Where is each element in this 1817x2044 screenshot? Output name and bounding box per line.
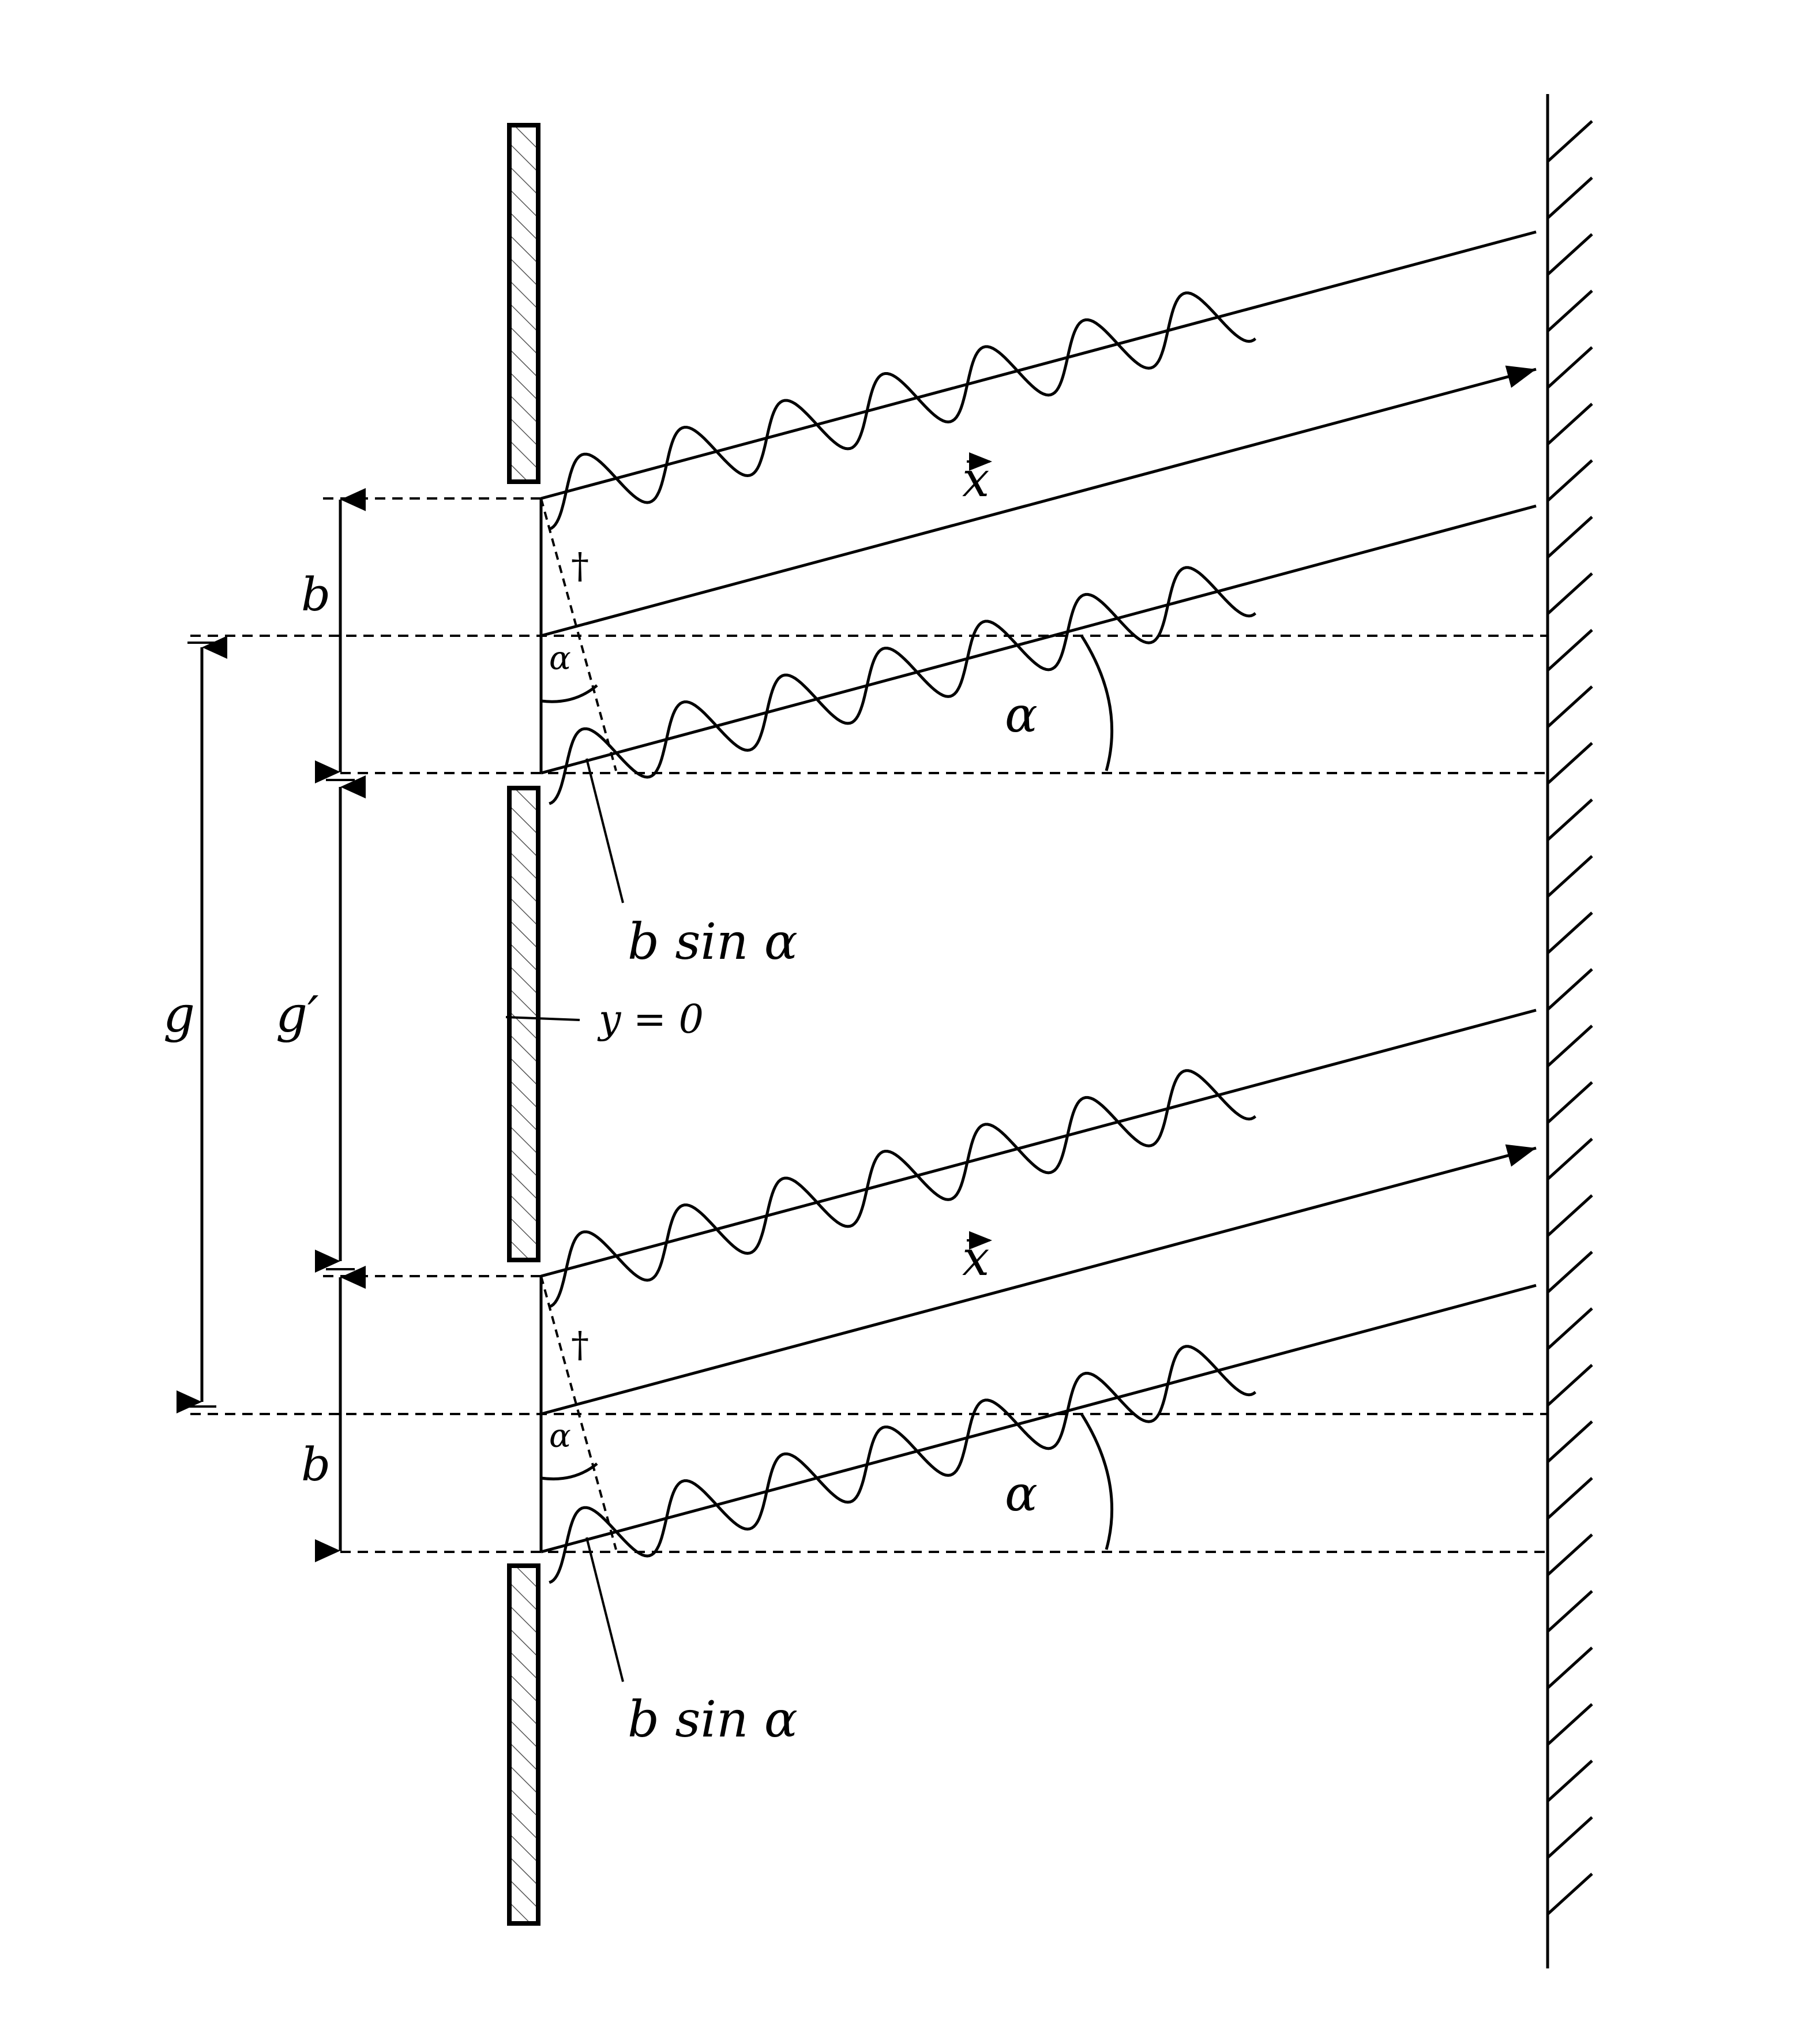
dimension-arrows [177, 488, 366, 1562]
wall-hatch-tick [1546, 855, 1593, 898]
label-b-bottom: b [301, 1438, 331, 1491]
wall-hatch-tick [1546, 572, 1593, 615]
wall-hatch-tick [1546, 1138, 1593, 1180]
x-vector-letter: x [962, 451, 989, 508]
hatched-wall-icon [1546, 120, 1593, 1915]
wall-hatch-tick [1546, 1703, 1593, 1746]
wall-hatch-tick [1546, 516, 1593, 558]
wall-hatch-tick [1546, 459, 1593, 502]
wall-hatch-tick [1546, 1760, 1593, 1802]
wall-hatch-tick [1546, 403, 1593, 445]
wave-icon [549, 566, 1257, 805]
wall-hatch-tick [1546, 233, 1593, 276]
wall-hatch-tick [1546, 1647, 1593, 1689]
wall-hatch-tick [1546, 1364, 1593, 1407]
wall-hatch-tick [1546, 120, 1593, 163]
wall-hatch-tick [1546, 177, 1593, 219]
wall-hatch-tick [1546, 1307, 1593, 1350]
leader-lines [505, 758, 624, 1682]
wall-hatch-tick [1546, 1081, 1593, 1124]
label-alpha-small-top: α [549, 640, 571, 677]
label-path-difference-bottom: b sin α [628, 1691, 798, 1749]
wall-hatch-tick [1546, 1533, 1593, 1576]
wall-hatch-tick [1546, 1590, 1593, 1633]
rays [540, 230, 1537, 1554]
perpendicular-dashed [540, 498, 617, 1550]
label-alpha-bottom: α [1005, 1465, 1038, 1522]
wall-hatch-tick [1546, 1251, 1593, 1293]
wall-hatch-tick [1546, 685, 1593, 728]
wall-hatch-tick [1546, 968, 1593, 1011]
wall-hatch-tick [1546, 912, 1593, 954]
wall-hatch-tick [1546, 1873, 1593, 1915]
wave-icon [549, 291, 1257, 531]
grating-bar-top [507, 123, 540, 484]
angle-arcs [540, 635, 1114, 1550]
wave-icon [549, 1069, 1257, 1308]
wall-hatch-tick [1546, 1025, 1593, 1067]
waves [549, 291, 1257, 1584]
x-vector-letter: x [962, 1230, 989, 1287]
label-x-vector-top: x [962, 451, 992, 508]
wall-hatch-tick [1546, 1816, 1593, 1859]
label-g: g [163, 986, 195, 1044]
wall-hatch-tick [1546, 1420, 1593, 1463]
label-g-prime: g′ [276, 986, 319, 1044]
label-b-top: b [301, 568, 331, 621]
wall-hatch-tick [1546, 346, 1593, 389]
wave-icon [549, 1345, 1257, 1584]
wall-hatch-tick [1546, 629, 1593, 672]
label-alpha-small-bottom: α [549, 1417, 571, 1455]
label-alpha-top: α [1005, 687, 1038, 743]
wall-hatch-tick [1546, 742, 1593, 785]
wall-hatch-tick [1546, 1194, 1593, 1237]
dimension-ticks [187, 642, 355, 1408]
label-x-vector-bottom: x [962, 1230, 992, 1287]
wall-hatch-tick [1546, 290, 1593, 332]
screen-wall [1546, 94, 1593, 1968]
label-y-zero: y = 0 [597, 997, 704, 1042]
wall-hatch-tick [1546, 1477, 1593, 1520]
right-angle-mark-top: † [571, 545, 589, 587]
wall-hatch-tick [1546, 798, 1593, 841]
reference-lines [190, 497, 1548, 1553]
label-path-difference-top: b sin α [628, 913, 798, 971]
grating-bar-bottom [507, 1563, 540, 1926]
right-angle-mark-bottom: † [571, 1323, 589, 1366]
grating-bar-middle [507, 786, 540, 1262]
